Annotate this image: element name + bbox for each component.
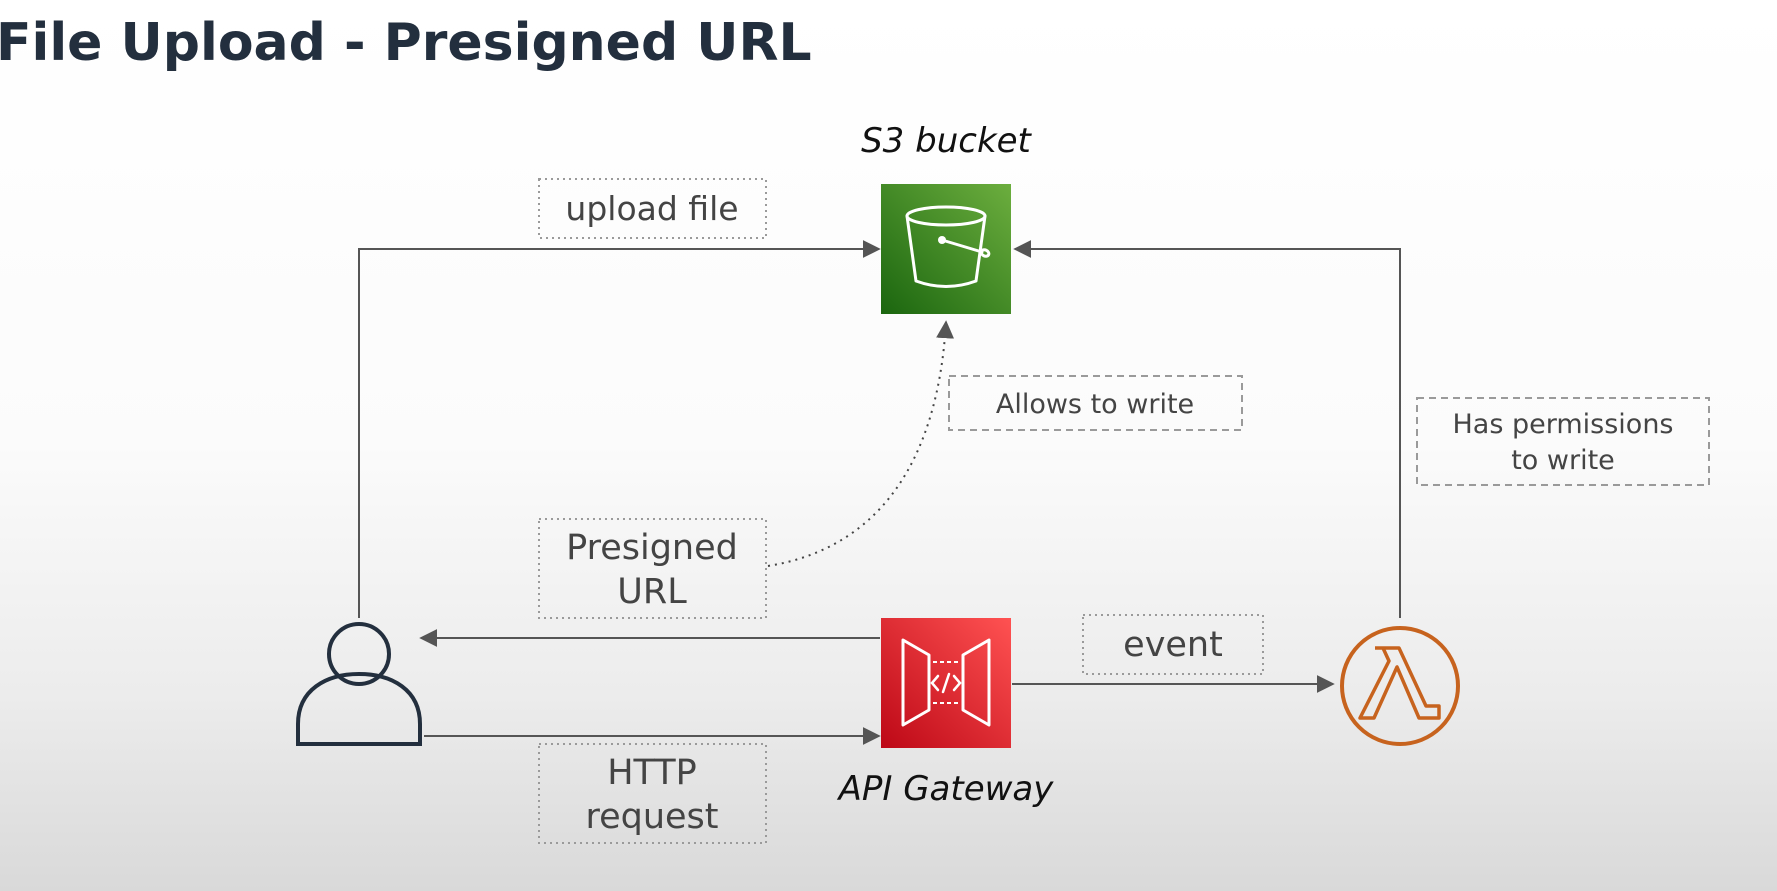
allows-to-write-label: Allows to write xyxy=(948,375,1243,431)
page-title: File Upload - Presigned URL xyxy=(0,13,812,73)
presigned-url-label: Presigned URL xyxy=(538,518,767,619)
has-permissions-text-line2: to write xyxy=(1511,445,1615,476)
lambda-icon xyxy=(1340,626,1460,746)
api-gateway-node[interactable]: API Gateway xyxy=(837,618,1055,809)
has-permissions-text-line1: Has permissions xyxy=(1452,409,1673,440)
http-request-text-line1: HTTP xyxy=(607,753,697,793)
s3-bucket-label: S3 bucket xyxy=(861,121,1032,161)
lambda-node[interactable] xyxy=(1340,626,1460,746)
has-permissions-label: Has permissions to write xyxy=(1416,397,1710,486)
allows-to-write-text: Allows to write xyxy=(996,389,1194,420)
upload-file-label: upload file xyxy=(538,178,767,239)
s3-bucket-icon xyxy=(881,184,1011,314)
http-request-label: HTTP request xyxy=(538,743,767,844)
http-request-text-line2: request xyxy=(585,797,718,837)
s3-bucket-node[interactable]: S3 bucket xyxy=(861,121,1033,314)
upload-file-arrow xyxy=(358,240,881,618)
presigned-url-text-line1: Presigned xyxy=(566,528,738,568)
api-gateway-label: API Gateway xyxy=(837,769,1055,809)
user-node[interactable] xyxy=(296,622,422,746)
presigned-url-text-line2: URL xyxy=(617,572,687,612)
upload-file-text: upload file xyxy=(565,189,738,228)
lambda-to-s3-arrow xyxy=(1013,240,1401,618)
event-label: event xyxy=(1082,614,1264,675)
allows-to-write-connector xyxy=(767,320,955,567)
user-icon xyxy=(296,622,422,746)
event-text: event xyxy=(1123,625,1223,665)
